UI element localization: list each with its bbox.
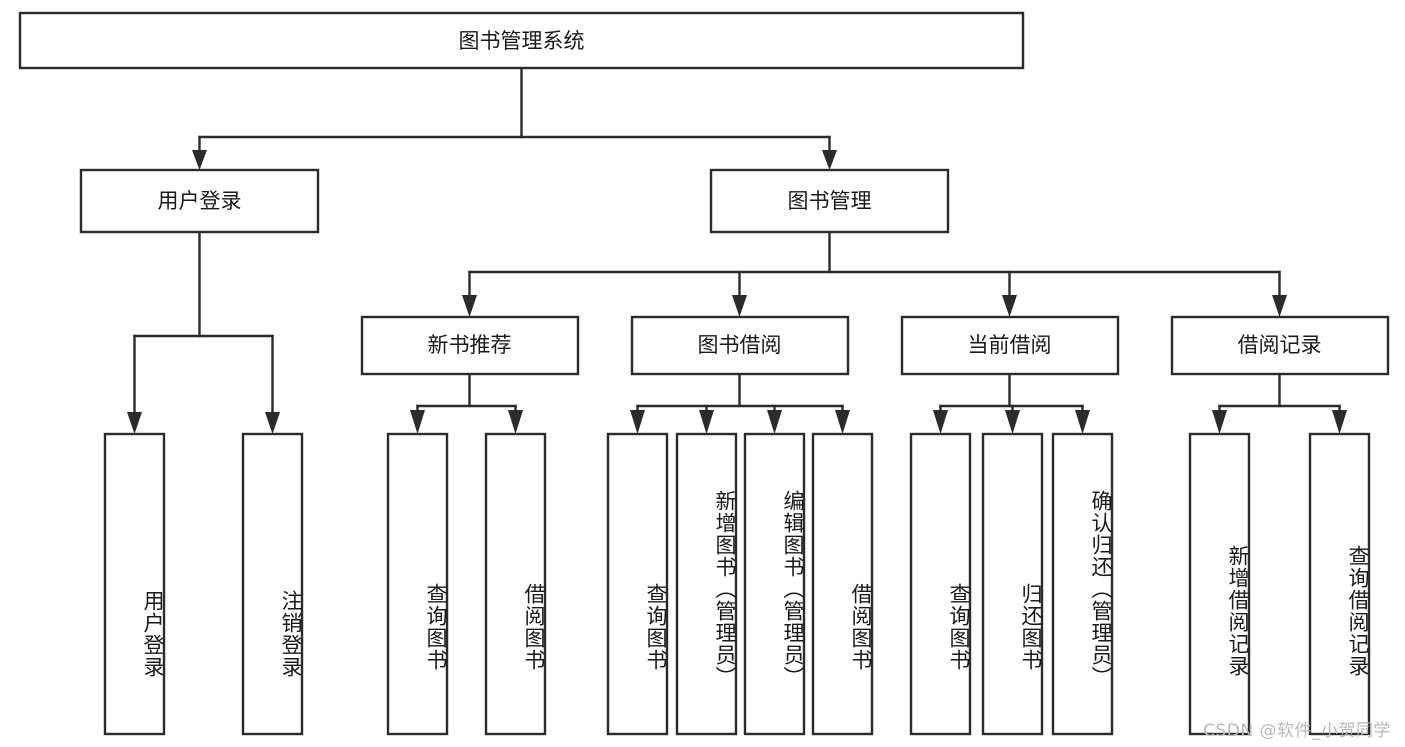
node-book-management-label: 图书管理: [788, 189, 872, 213]
arrow-head-leaf-confirm-return: [1075, 410, 1090, 434]
arrow-head-user-login: [192, 150, 207, 170]
node-leaf-query-book-recommend-box[interactable]: [386, 432, 449, 736]
connector-book-management-to-level3: [462, 230, 1287, 317]
node-leaf-return-book-box[interactable]: [981, 432, 1044, 736]
node-book-management[interactable]: 图书管理: [709, 168, 950, 234]
arrow-head-borrow-record: [1272, 295, 1287, 317]
node-new-book-recommend-label: 新书推荐: [428, 333, 512, 357]
node-leaf-add-record-box[interactable]: [1188, 432, 1251, 736]
node-borrow-record[interactable]: 借阅记录: [1170, 315, 1390, 376]
arrow-head-leaf-query-record: [1332, 410, 1347, 434]
node-root-box[interactable]: [18, 11, 1025, 70]
arrow-head-leaf-edit-book: [767, 410, 782, 434]
arrow-head-leaf-user-login: [127, 412, 142, 434]
node-root-label: 图书管理系统: [459, 29, 585, 53]
node-book-borrow[interactable]: 图书借阅: [630, 315, 850, 376]
connector-book-borrow-to-leaves: [630, 372, 850, 434]
node-leaf-query-record-box[interactable]: [1308, 432, 1371, 736]
node-borrow-record-box[interactable]: [1170, 315, 1390, 376]
arrow-head-leaf-borrow-book: [835, 410, 850, 434]
node-current-borrow-box[interactable]: [900, 315, 1120, 376]
arrow-head-current-borrow: [1002, 295, 1017, 317]
connector-new-book-recommend-to-leaves: [410, 372, 523, 434]
node-leaf-edit-book-box[interactable]: [743, 432, 806, 736]
arrow-head-leaf-query-book-borrow: [630, 410, 645, 434]
node-book-management-box[interactable]: [709, 168, 950, 234]
arrow-head-leaf-query-book-current: [933, 410, 948, 434]
node-leaf-confirm-return-box[interactable]: [1051, 432, 1114, 736]
node-user-login[interactable]: 用户登录: [79, 168, 320, 234]
arrow-head-leaf-query-book-recommend: [410, 410, 425, 434]
leaf-boxes: [103, 432, 1371, 736]
arrow-head-leaf-add-record: [1212, 410, 1227, 434]
node-leaf-borrow-book-box[interactable]: [811, 432, 874, 736]
node-book-borrow-box[interactable]: [630, 315, 850, 376]
node-borrow-record-label: 借阅记录: [1238, 333, 1322, 357]
node-user-login-label: 用户登录: [158, 189, 242, 213]
arrow-head-new-book-recommend: [462, 295, 477, 317]
connector-root-to-level2: [192, 66, 837, 170]
node-leaf-query-book-borrow-box[interactable]: [606, 432, 669, 736]
node-leaf-query-book-current-box[interactable]: [909, 432, 972, 736]
arrow-head-leaf-logout: [265, 412, 280, 434]
node-leaf-user-login-box[interactable]: [103, 432, 166, 736]
node-new-book-recommend[interactable]: 新书推荐: [360, 315, 580, 376]
node-current-borrow-label: 当前借阅: [968, 333, 1052, 357]
arrow-head-book-borrow: [732, 295, 747, 317]
node-leaf-logout-box[interactable]: [241, 432, 304, 736]
connector-borrow-record-to-leaves: [1212, 372, 1347, 434]
node-new-book-recommend-box[interactable]: [360, 315, 580, 376]
connector-current-borrow-to-leaves: [933, 372, 1090, 434]
node-leaf-borrow-book-recommend-box[interactable]: [484, 432, 547, 736]
node-user-login-box[interactable]: [79, 168, 320, 234]
node-root[interactable]: 图书管理系统: [18, 11, 1025, 70]
arrow-head-leaf-borrow-book-recommend: [508, 410, 523, 434]
node-book-borrow-label: 图书借阅: [698, 333, 782, 357]
arrow-head-leaf-add-book: [699, 410, 714, 434]
arrow-head-leaf-return-book: [1005, 410, 1020, 434]
connector-user-login-to-leaves: [127, 230, 280, 434]
watermark-text: CSDN @软件_小贺同学: [1203, 721, 1391, 741]
node-current-borrow[interactable]: 当前借阅: [900, 315, 1120, 376]
node-leaf-add-book-box[interactable]: [675, 432, 738, 736]
arrow-head-book-management: [822, 150, 837, 170]
